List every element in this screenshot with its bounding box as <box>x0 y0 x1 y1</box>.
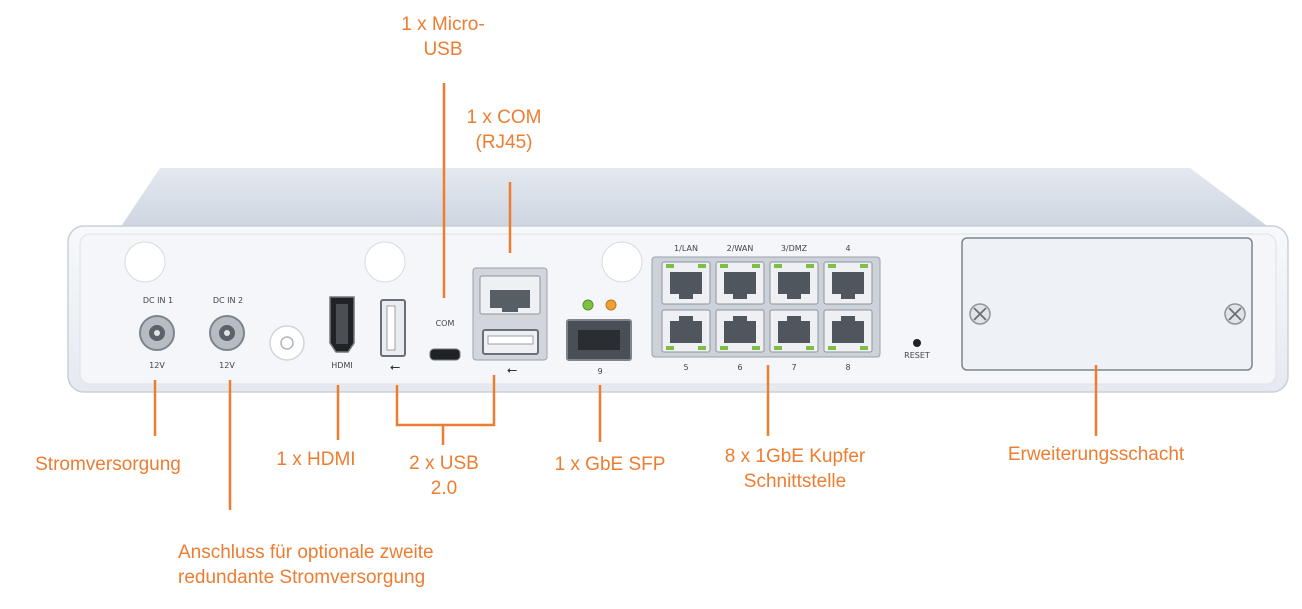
callout-sfp: 1 x GbE SFP <box>554 454 666 475</box>
callout-redundant-line-2: redundante Stromversorgung <box>178 567 426 588</box>
power-button-center <box>280 336 294 350</box>
cap-2 <box>364 241 406 283</box>
lan-bottom-label-6: 6 <box>737 363 742 372</box>
lan-port-7-opening <box>778 316 810 343</box>
dc-in-1-pin <box>154 330 160 336</box>
lan-port-7-led-right <box>806 346 814 350</box>
leader-lines <box>153 83 1098 510</box>
lan-port-4-led-right <box>860 264 868 268</box>
dc-in-1-label: DC IN 1 <box>143 296 173 305</box>
callout-micro-usb-line-1: 1 x Micro- <box>401 14 485 35</box>
lan-port-8-led-left <box>828 346 836 350</box>
lan-ports <box>661 261 873 353</box>
lan-port-4-opening <box>832 272 864 299</box>
callout-redundant: Anschluss für optionale zweite redundant… <box>178 540 434 590</box>
callout-copper-line-2: Schnittstelle <box>743 471 847 492</box>
callout-micro-usb: 1 x Micro- USB <box>401 12 484 62</box>
sfp-label: 9 <box>597 367 602 376</box>
lan-bottom-label-8: 8 <box>845 363 850 372</box>
com-rj45-opening <box>490 290 530 312</box>
usb-symbol-2: ⭠ <box>507 363 517 378</box>
hdmi-port-inner <box>336 304 348 344</box>
callout-hdmi: 1 x HDMI <box>276 449 356 470</box>
dc-in-2-label: DC IN 2 <box>213 296 243 305</box>
callout-expansion: Erweiterungsschacht <box>1007 444 1185 465</box>
usb-port-vertical-tongue <box>386 305 396 351</box>
sfp-led-green <box>582 299 594 311</box>
callout-com-line-2: (RJ45) <box>475 132 533 153</box>
lan-port-2-opening <box>724 272 756 299</box>
lan-port-5-led-left <box>666 346 674 350</box>
callout-com: 1 x COM (RJ45) <box>467 105 542 155</box>
cap-1 <box>124 241 166 283</box>
lan-port-7-led-left <box>774 346 782 350</box>
expansion-screw-left-slot <box>973 307 987 321</box>
micro-usb-port <box>429 348 461 361</box>
reset-label: RESET <box>904 351 930 360</box>
sfp-led-orange <box>605 299 617 311</box>
lan-top-label-3: 3/DMZ <box>781 244 808 253</box>
lan-top-label-2: 2/WAN <box>727 244 754 253</box>
lan-port-5-led-right <box>698 346 706 350</box>
lan-port-1-led-left <box>666 264 674 268</box>
callout-usb: 2 x USB 2.0 <box>409 451 479 501</box>
lan-top-label-1: 1/LAN <box>674 244 698 253</box>
expansion-screw-right-slot <box>1228 307 1242 321</box>
callout-com-line-1: 1 x COM <box>466 107 542 128</box>
callout-redundant-line-1: Anschluss für optionale zweite <box>178 542 434 563</box>
volt-1-label: 12V <box>149 361 165 370</box>
dc-in-2-pin <box>224 330 230 336</box>
lan-port-3-led-left <box>774 264 782 268</box>
lan-port-6-led-left <box>720 346 728 350</box>
callout-power: Stromversorgung <box>35 454 181 475</box>
callout-copper-line-1: 8 x 1GbE Kupfer <box>724 446 866 467</box>
usb-symbol-1: ⭠ <box>390 360 400 375</box>
lan-port-3-led-right <box>806 264 814 268</box>
com-label: COM <box>436 319 455 328</box>
cap-3 <box>601 241 643 283</box>
lan-bottom-label-5: 5 <box>683 363 688 372</box>
lan-port-1-opening <box>670 272 702 299</box>
lan-bottom-label-7: 7 <box>791 363 796 372</box>
usb-port-horizontal-tongue <box>487 335 534 345</box>
callout-copper: 8 x 1GbE Kupfer Schnittstelle <box>725 444 865 494</box>
lan-port-4-led-left <box>828 264 836 268</box>
lan-port-2-led-right <box>752 264 760 268</box>
lan-port-6-opening <box>724 316 756 343</box>
sfp-port-inner <box>578 330 620 350</box>
lan-port-8-opening <box>832 316 864 343</box>
callout-micro-usb-line-2: USB <box>423 39 463 60</box>
lan-port-2-led-left <box>720 264 728 268</box>
lan-top-label-4: 4 <box>845 244 850 253</box>
lan-port-8-led-right <box>860 346 868 350</box>
leader-usb <box>395 375 496 445</box>
lan-port-5-opening <box>670 316 702 343</box>
lan-port-3-opening <box>778 272 810 299</box>
callout-usb-line-1: 2 x USB <box>409 453 479 474</box>
volt-2-label: 12V <box>219 361 235 370</box>
chassis-top <box>120 168 1270 228</box>
hdmi-label: HDMI <box>331 361 352 370</box>
callout-usb-line-2: 2.0 <box>430 478 458 499</box>
power-button[interactable] <box>269 325 305 361</box>
reset-button[interactable] <box>913 339 921 347</box>
lan-port-6-led-right <box>752 346 760 350</box>
expansion-slot <box>961 237 1253 371</box>
lan-port-1-led-right <box>698 264 706 268</box>
